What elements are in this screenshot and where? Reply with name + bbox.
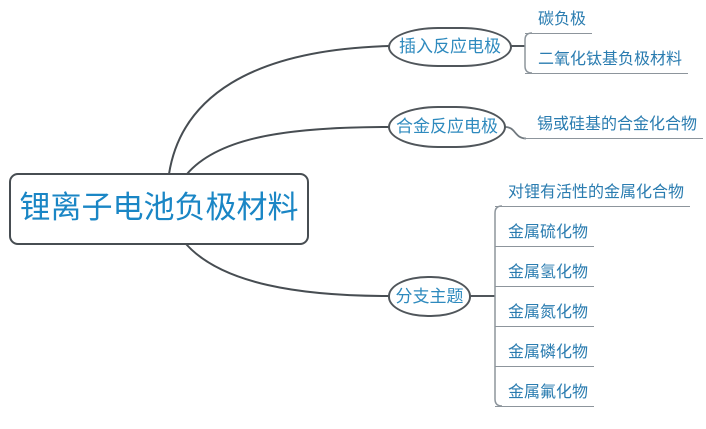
- curve-root-to-branch-1: [168, 45, 390, 175]
- curve-root-to-branch-3: [185, 243, 390, 297]
- subtopic-lithium-active-metal-compound[interactable]: 对锂有活性的金属化合物: [495, 182, 691, 207]
- branch-topic-1[interactable]: 插入反应电极: [388, 27, 512, 67]
- curve-root-to-branch-2: [186, 126, 390, 175]
- subtopic-metal-phosphide[interactable]: 金属磷化物: [495, 342, 595, 367]
- subtopic-carbon-anode[interactable]: 碳负极: [525, 9, 593, 34]
- branch-topic-2[interactable]: 合金反应电极: [388, 106, 506, 148]
- subtopic-titanium-dioxide-anode[interactable]: 二氧化钛基负极材料: [525, 49, 689, 74]
- stub-branch-2: [504, 126, 527, 140]
- branch-topic-3[interactable]: 分支主题: [388, 276, 471, 317]
- subtopic-tin-silicon-alloy[interactable]: 锡或硅基的合金化合物: [524, 114, 704, 139]
- subtopic-metal-sulfide[interactable]: 金属硫化物: [495, 222, 595, 247]
- subtopic-metal-fluoride[interactable]: 金属氟化物: [495, 382, 595, 407]
- subtopic-metal-hydride[interactable]: 金属氢化物: [495, 262, 595, 287]
- subtopic-metal-nitride[interactable]: 金属氮化物: [495, 302, 595, 327]
- root-topic[interactable]: 锂离子电池负极材料: [9, 173, 309, 245]
